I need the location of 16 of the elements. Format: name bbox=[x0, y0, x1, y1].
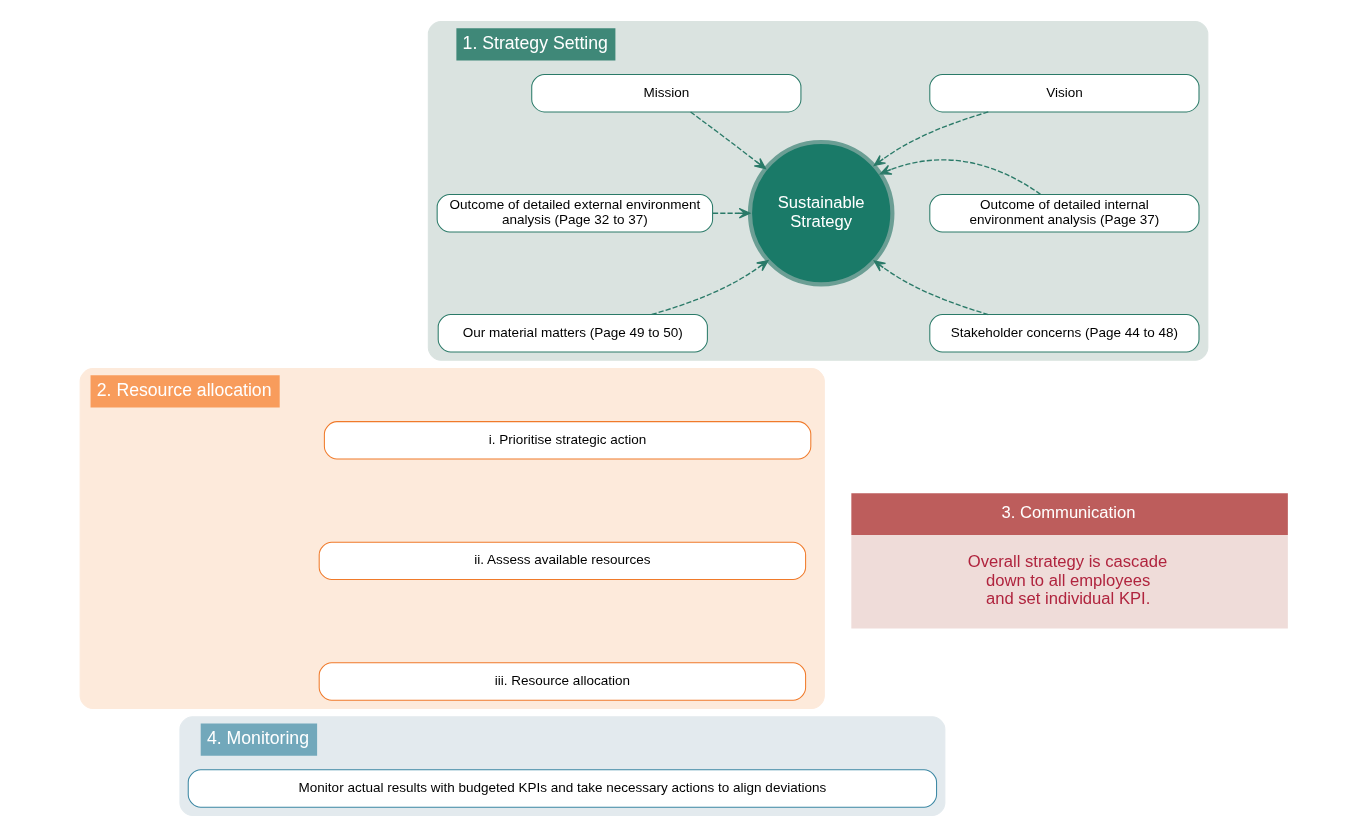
arrow bbox=[689, 110, 767, 169]
node-box: Vision bbox=[929, 73, 1200, 112]
node-box: Mission bbox=[531, 73, 802, 112]
arrow bbox=[873, 110, 989, 166]
node-box: Monitor actual results with budgeted KPIs and take necessary actions to align deviations bbox=[187, 768, 938, 808]
node-box: iii. Resource allocation bbox=[318, 661, 807, 701]
node-box: Stakeholder concerns (Page 44 to 48) bbox=[929, 313, 1200, 352]
node-box: Outcome of detailed external environment analysis (Page 32 to 37) bbox=[436, 193, 714, 232]
arrow bbox=[712, 207, 751, 219]
arrow bbox=[873, 259, 989, 315]
arrow bbox=[879, 158, 1042, 195]
node-box: ii. Assess available resources bbox=[318, 541, 807, 580]
node-box: Outcome of detailed internal environment analysis (Page 37) bbox=[929, 193, 1200, 232]
arrow bbox=[651, 259, 769, 315]
node-box: i. Prioritise strategic action bbox=[323, 420, 812, 460]
node-box: Our material matters (Page 49 to 50) bbox=[437, 313, 708, 352]
